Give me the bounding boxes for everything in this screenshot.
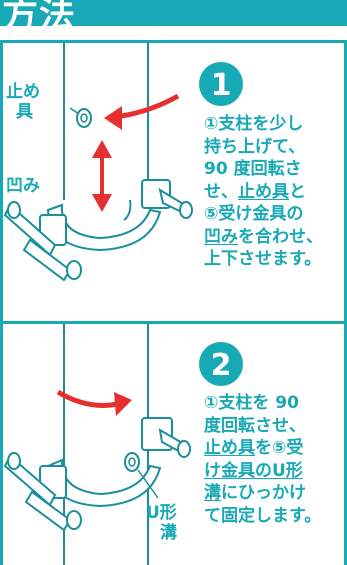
step-1-number-badge: 1 — [199, 62, 243, 106]
instruction-text: 持ち上げて、 — [204, 136, 306, 157]
bracket-2-icon — [3, 417, 191, 532]
underlined-term: U形 — [272, 460, 303, 481]
instruction-line: て固定します。 — [204, 505, 321, 528]
step-1-panel — [0, 40, 347, 325]
instruction-line: 度回転させ、 — [204, 415, 321, 438]
stopper-label-line-2: 具 — [16, 102, 33, 122]
instruction-line: 持ち上げて、 — [204, 136, 323, 159]
instruction-text: にひっかけ — [221, 483, 306, 503]
underlined-term: 凹み — [204, 226, 238, 247]
step-2-number-badge: 2 — [199, 342, 243, 386]
instruction-text: せ、 — [204, 181, 238, 202]
title-band: 方法 — [0, 0, 347, 36]
instruction-line: け金具のU形 — [204, 460, 321, 483]
instruction-line: せ、止め具と — [204, 181, 323, 204]
instruction-line: 上下させます。 — [204, 248, 323, 271]
stopper-label: 止め 具 — [6, 82, 40, 122]
stopper-label-line-1: 止め — [6, 82, 40, 102]
instruction-text: 上下させます。 — [204, 249, 322, 269]
underlined-term: け金具の — [204, 460, 272, 481]
instruction-line: ⑤受け金具の — [204, 203, 323, 226]
svg-text:2: 2 — [211, 348, 232, 383]
u-groove-label-line-1: U形 — [146, 503, 177, 523]
rotate-arrow-icon — [104, 93, 180, 130]
instruction-text: を⑤受 — [255, 438, 304, 458]
underlined-term: 止め具 — [204, 438, 255, 458]
u-groove-label-line-2: 溝 — [160, 523, 177, 543]
rotate-arrow-2-icon — [56, 389, 132, 416]
page-title: 方法 — [2, 0, 77, 36]
instruction-line: ①支柱を 90 — [204, 392, 321, 415]
underlined-term: 止め具 — [238, 181, 289, 202]
instruction-text: て固定します。 — [204, 505, 322, 526]
pole-1 — [63, 42, 149, 200]
instruction-line: 止め具を⑤受 — [204, 437, 321, 460]
instruction-line: ①支柱を少し — [204, 113, 323, 136]
instruction-text: 度回転させ、 — [204, 415, 306, 436]
up-down-arrow-icon — [92, 140, 112, 212]
instruction-line: 90 度回転さ — [204, 158, 323, 181]
stopper-icon — [69, 107, 92, 128]
u-groove-label: U形 溝 — [146, 503, 177, 543]
svg-text:1: 1 — [211, 68, 232, 103]
instruction-text: を合わせ、 — [238, 226, 323, 247]
instruction-text: ⑤受け金具の — [204, 204, 304, 224]
dent-label: 凹み — [6, 176, 40, 196]
instruction-text: ①支柱を 90 — [204, 393, 299, 413]
stopper-2-icon — [124, 452, 159, 499]
instruction-text: と — [289, 181, 306, 202]
instruction-line: 凹みを合わせ、 — [204, 226, 323, 249]
instruction-text: ①支柱を少し — [204, 114, 304, 134]
instruction-text: 90 度回転さ — [204, 159, 302, 179]
instruction-line: 溝にひっかけ — [204, 482, 321, 505]
underlined-term: 溝 — [204, 483, 221, 503]
bracket-1-icon — [3, 179, 193, 282]
